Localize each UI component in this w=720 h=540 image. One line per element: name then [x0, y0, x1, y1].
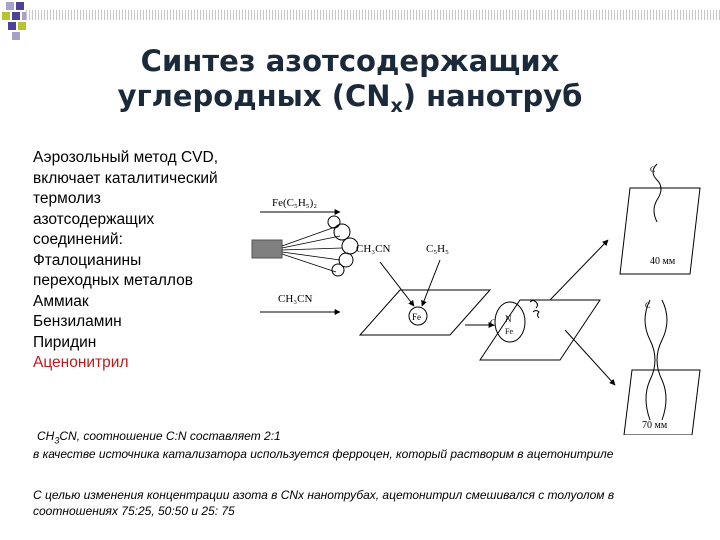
arrow-to-result-1 [549, 239, 609, 301]
nanotube-long-1 [644, 299, 656, 421]
spray-lines [281, 225, 343, 273]
arrow-to-fe-2 [421, 259, 441, 307]
nozzle [251, 239, 283, 259]
note-toluene: С целью изменения концентрации азота в C… [33, 488, 615, 518]
nanotube-long-2 [656, 299, 668, 421]
method-highlight: Аценонитрил [33, 354, 129, 371]
method-line: Бензиламин [33, 313, 122, 330]
nanotube-short [652, 163, 662, 223]
time-label-70: 70 мм [642, 420, 668, 431]
ch3cn-label: CH₃CN [278, 293, 312, 305]
slide-title: Синтез азотсодержащих углеродных (CNx) н… [40, 44, 660, 124]
synthesis-diagram: Fe(C₅H₅)₂ CH₃CN CH₃CN C₅H₅ Fe C N Fe C 4… [251, 163, 701, 435]
nucleation-particle [494, 301, 526, 343]
spray-cloud [327, 215, 359, 277]
method-line: соединений: [33, 231, 123, 248]
n-label: N [505, 314, 512, 324]
method-line: Фталоцианины [33, 251, 142, 269]
title-line-2: углеродных (CNx) нанотруб [117, 79, 583, 117]
method-line: термолиз [33, 190, 101, 207]
ch3cn-cloud-label: CH₃CN [356, 243, 390, 255]
method-line: Аммиак [33, 292, 89, 310]
result-plate-40 [619, 187, 701, 275]
arrow-to-fe-1 [379, 261, 415, 307]
arrow-to-result-2 [564, 329, 616, 386]
note-catalyst: в качестве источника катализатора исполь… [33, 447, 614, 461]
fe-label-2: Fe [505, 327, 513, 336]
c-label: C [490, 318, 496, 328]
bottom-c-label: C [645, 301, 650, 310]
method-line: Пиридин [33, 333, 97, 351]
top-c-label-1: C [650, 165, 655, 174]
title-line-1: Синтез азотсодержащих [140, 44, 560, 78]
substrate-plate-2 [479, 299, 601, 361]
growth-fragments [529, 300, 540, 319]
fe-label: Fe [412, 312, 421, 322]
method-line: азотсодержащих [33, 210, 155, 228]
header-rule [26, 10, 720, 20]
method-line: Аэрозольный метод CVD, [33, 149, 219, 166]
method-list: Аэрозольный метод CVD, включает каталити… [33, 148, 218, 374]
ferrocene-label: Fe(C₅H₅)₂ [272, 197, 317, 209]
substrate-plate-1 [358, 289, 492, 336]
method-line: включает каталитический [33, 169, 218, 187]
corner-decoration [2, 2, 30, 40]
time-label-40: 40 мм [650, 256, 676, 267]
note-ratio: CH3CN, соотношение C:N составляет 2:1 [37, 429, 281, 446]
method-line: переходных металлов [33, 272, 193, 289]
fe-particle [408, 306, 428, 326]
result-plate-70 [623, 369, 701, 435]
c5h5-label: C₅H₅ [426, 243, 449, 255]
